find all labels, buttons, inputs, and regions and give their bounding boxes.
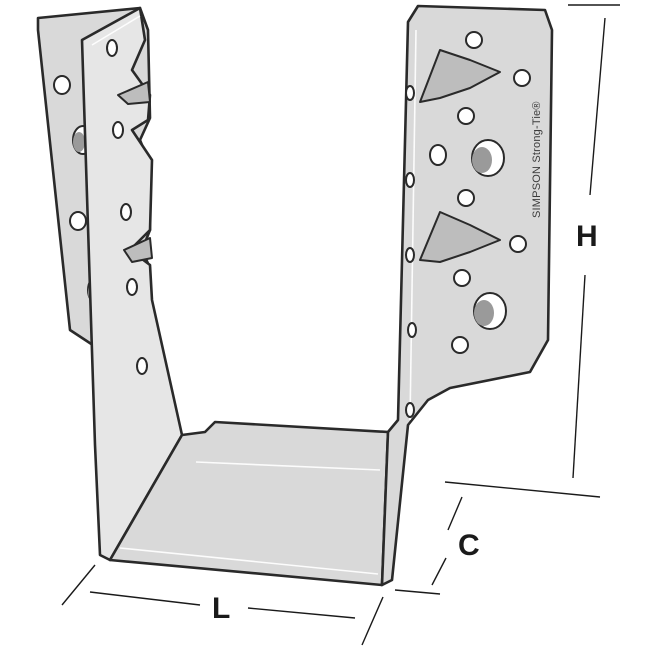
right-side-plate: SIMPSON Strong-Tie® [380,4,554,587]
dimension-lines [61,4,620,646]
length-dimension-label: L [212,592,230,625]
brand-text: SIMPSON Strong-Tie® [531,101,543,218]
width-dimension-label: C [458,529,480,562]
left-side-plate [80,6,184,562]
height-dimension-label: H [576,220,598,253]
